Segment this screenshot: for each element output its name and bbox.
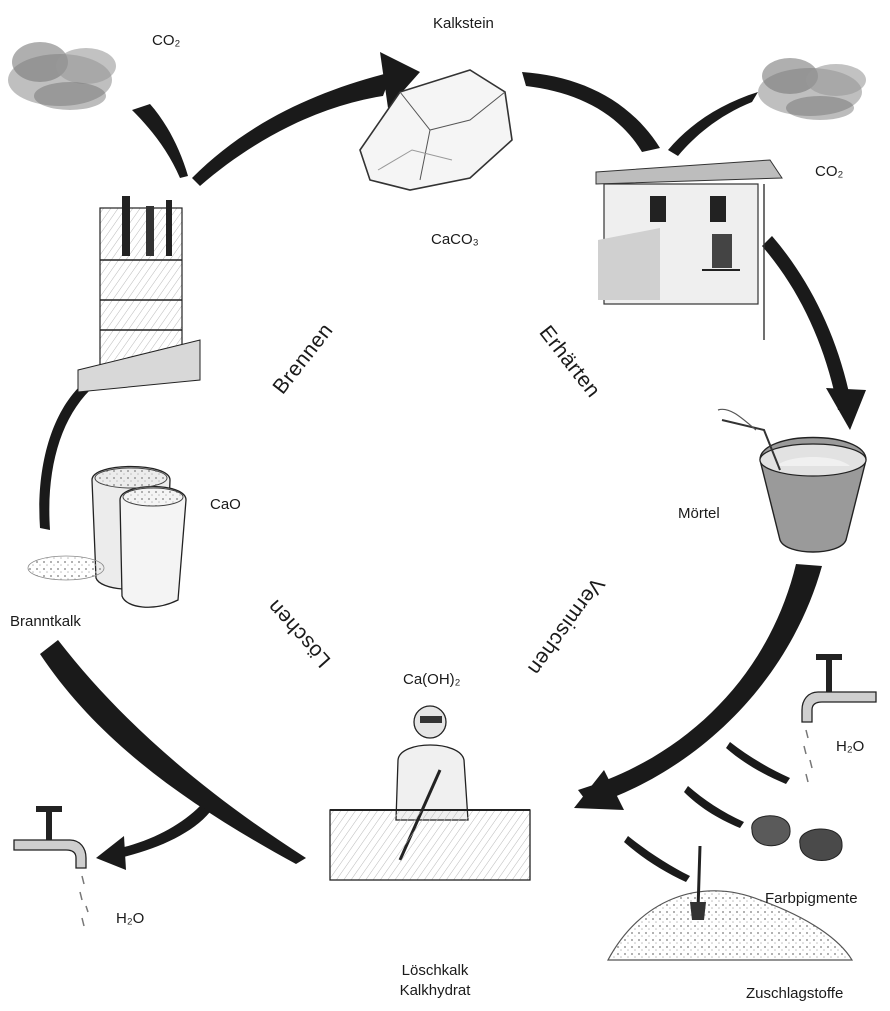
label-co2-left: CO₂ xyxy=(152,32,181,49)
label-loeschkalk: Löschkalk xyxy=(401,962,469,979)
arrow-branntkalk-to-loeschkalk xyxy=(40,640,306,864)
label-caco3: CaCO₃ xyxy=(431,231,479,248)
arrow-house-to-moertel xyxy=(762,236,866,430)
co2-cloud-right xyxy=(758,58,866,120)
arrow-furnace-to-co2 xyxy=(132,104,188,178)
quicklime-sacks xyxy=(27,465,187,608)
limestone-rock xyxy=(359,69,513,191)
label-moertel: Mörtel xyxy=(678,505,720,522)
arrow-furnace-to-branntkalk xyxy=(39,386,90,530)
label-cao: CaO xyxy=(210,496,241,513)
label-h2o-left: H₂O xyxy=(116,910,145,927)
water-tap-right-icon xyxy=(801,654,877,783)
label-farbpigmente: Farbpigmente xyxy=(765,890,858,907)
house xyxy=(595,159,783,340)
water-tap-left-icon xyxy=(13,806,89,927)
lime-kiln-plant xyxy=(77,196,201,393)
label-zuschlagstoffe: Zuschlagstoffe xyxy=(746,985,844,1002)
co2-cloud-left xyxy=(8,42,116,110)
arrow-kalkstein-to-co2 xyxy=(192,52,420,186)
label-h2o-right: H₂O xyxy=(836,738,865,755)
label-caoh2: Ca(OH)₂ xyxy=(403,671,461,688)
lime-slaking-worker xyxy=(329,705,531,881)
arrow-moertel-to-loeschkalk xyxy=(574,564,822,882)
arrow-kalkstein-to-house xyxy=(522,72,660,152)
aggregate-pile xyxy=(606,845,854,961)
arrow-house-to-co2 xyxy=(668,92,758,156)
arrow-water-left xyxy=(96,806,210,870)
label-kalkstein: Kalkstein xyxy=(433,15,494,32)
label-branntkalk: Branntkalk xyxy=(10,613,81,630)
mortar-bucket xyxy=(717,408,867,553)
label-kalkhydrat: Kalkhydrat xyxy=(399,982,471,999)
label-co2-right: CO₂ xyxy=(815,163,844,180)
pigment-bags xyxy=(751,815,843,861)
